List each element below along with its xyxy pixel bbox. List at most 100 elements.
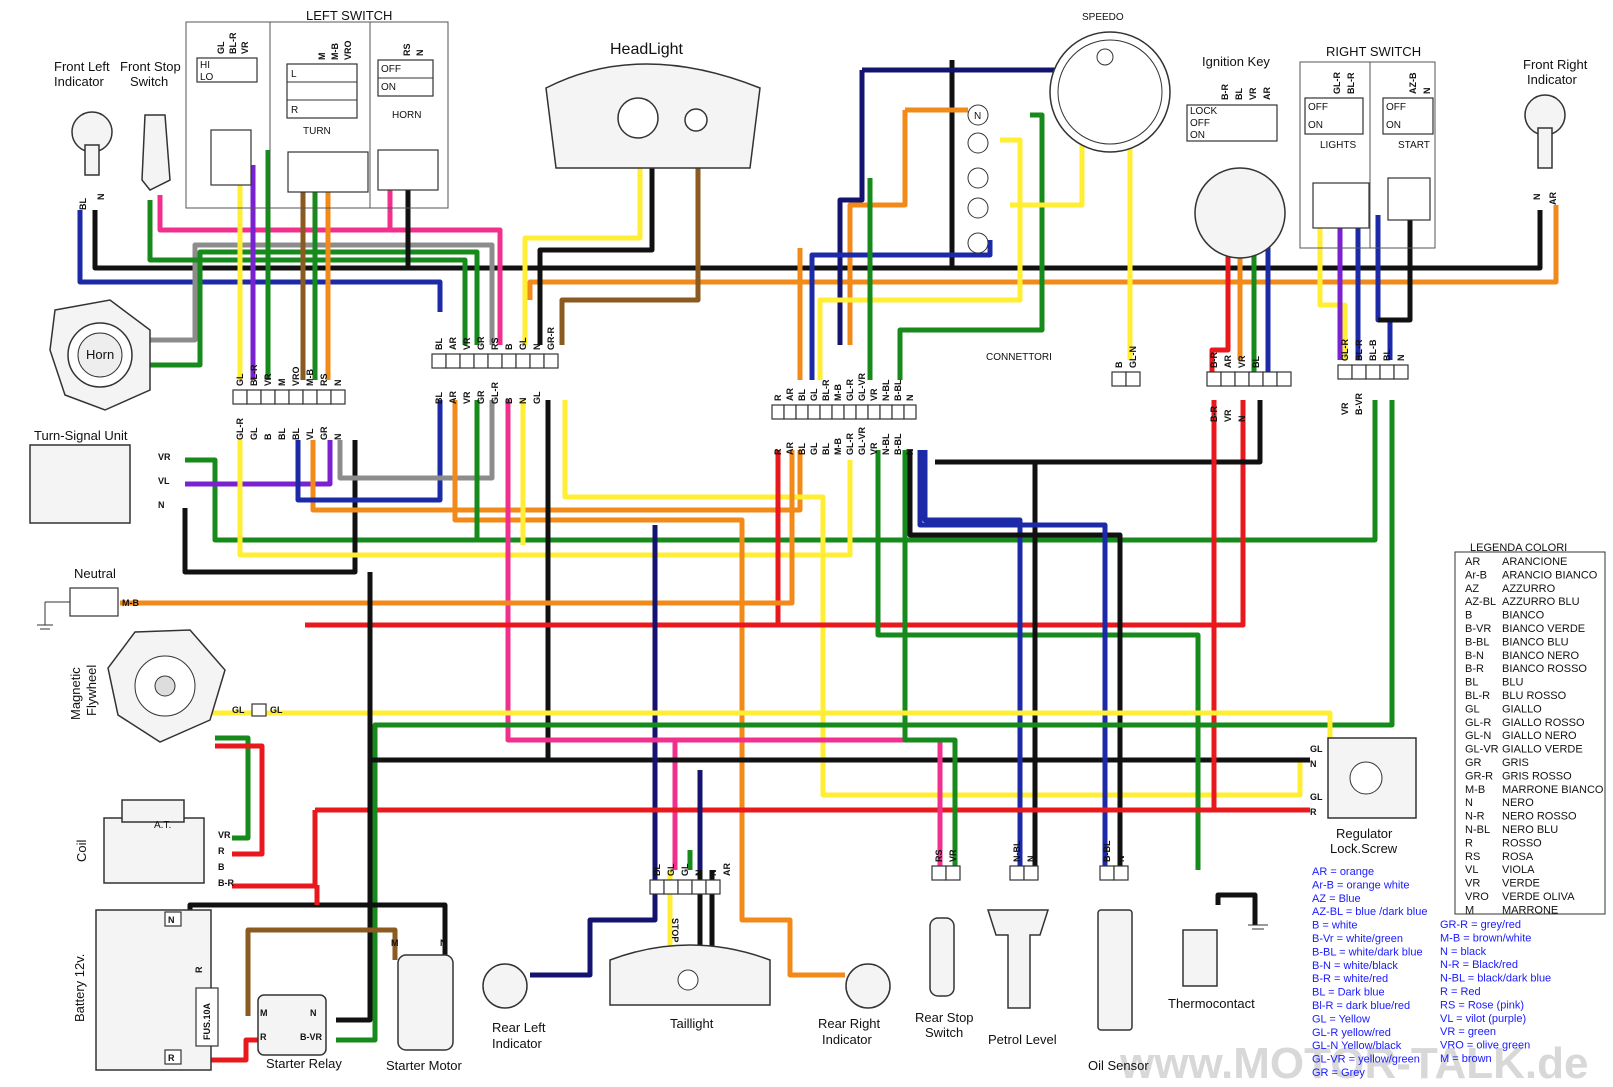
pin-label: R: [218, 846, 225, 856]
neutral-switch: [69, 587, 119, 617]
starter-relay: [257, 994, 327, 1056]
legend-code: GR-R: [1465, 770, 1493, 782]
english-legend-item: Ar-B = orange white: [1312, 879, 1410, 891]
pin-label: B: [504, 343, 514, 350]
legend-code: AZ: [1465, 583, 1479, 595]
black-wire: [1378, 210, 1413, 323]
english-legend-item: VL = vilot (purple): [1440, 1013, 1526, 1025]
pin-label: N: [905, 449, 915, 456]
pin-label: GL: [680, 863, 690, 876]
black-wire: [907, 450, 1123, 870]
english-legend-item: B-N = white/black: [1312, 960, 1398, 972]
legend-code: GL: [1465, 703, 1480, 715]
pin-label: B: [1114, 361, 1124, 368]
pin-label: GL: [532, 391, 542, 404]
yellow-wire: [1010, 130, 1085, 208]
left-switch-housing: [185, 21, 449, 209]
ignition-key-body: [1194, 167, 1286, 259]
pin-label: BL-R: [821, 379, 831, 401]
ign-lock-label: LOCK: [1190, 106, 1218, 117]
legend-name: BIANCO BLU: [1502, 636, 1569, 648]
starter-motor: [397, 954, 454, 1051]
pin-label: VR: [1237, 355, 1247, 368]
rear-left-indicator-label: Rear Left: [492, 1020, 546, 1035]
connector-cell: [903, 404, 917, 420]
thermocontact-label: Thermocontact: [1168, 996, 1255, 1011]
pin-label: BL-R: [1354, 339, 1364, 361]
turn-signal-unit: [29, 444, 131, 524]
connector-cell: [819, 404, 833, 420]
flywheel-label: Flywheel: [84, 665, 99, 716]
pin-label: B: [504, 397, 514, 404]
legend-name: GIALLO: [1502, 703, 1542, 715]
pin-label: M-B: [833, 438, 843, 455]
pin-label: AZ-B: [1408, 72, 1418, 94]
pin-label: GL-VR: [857, 427, 867, 455]
pin-label: N: [440, 938, 447, 948]
pin-label: VR: [1248, 87, 1258, 100]
pin-label: N: [1422, 88, 1432, 95]
pin-label: BL: [821, 443, 831, 455]
pin-label: GL: [249, 427, 259, 440]
pin-label: N: [1396, 355, 1406, 362]
turn-r-label: R: [291, 105, 298, 116]
english-legend-item: AZ-BL = blue /dark blue: [1312, 906, 1427, 918]
connector-cell: [783, 404, 797, 420]
english-legend-item: VRO = olive green: [1440, 1040, 1530, 1052]
connector-cell: [867, 404, 881, 420]
black-wire: [182, 440, 358, 575]
pin-label: GL-R: [1340, 339, 1350, 361]
pin-label: R: [194, 966, 204, 973]
ignition-key-grid: [1186, 104, 1278, 142]
legend-code: AR: [1465, 556, 1480, 568]
pin-label: N-BL: [881, 433, 891, 455]
regulator-label: Regulator: [1336, 826, 1393, 841]
connector-cell: [1125, 371, 1141, 387]
pin-label: BL-R: [228, 32, 238, 54]
pin-label: GL: [235, 373, 245, 386]
legend-code: B-R: [1465, 663, 1484, 675]
front-stop-switch: [141, 114, 171, 191]
legend-code: BL: [1465, 677, 1478, 689]
pin-label: VL: [305, 428, 315, 440]
connector-cell: [274, 389, 290, 405]
connector-cell: [795, 404, 809, 420]
legend-code: RS: [1465, 851, 1480, 863]
grey-wire: [337, 400, 495, 481]
pin-label: BL: [434, 392, 444, 404]
connector-cell: [529, 353, 545, 369]
pin-label: GL: [809, 442, 819, 455]
pin-label: N: [415, 50, 425, 57]
pin-label: VRO: [291, 366, 301, 386]
legend-code: N-BL: [1465, 824, 1490, 836]
rear-stop-switch: [929, 917, 955, 997]
rear-right-indicator-lamp: [845, 963, 891, 1009]
yellow-wire: [522, 145, 643, 345]
pin-label: BL-B: [1368, 339, 1378, 361]
pin-label: N: [1310, 759, 1317, 769]
pin-label: RS: [402, 43, 412, 56]
english-legend-item: GR = Grey: [1312, 1067, 1365, 1079]
pin-label: GR: [476, 390, 486, 404]
stop-label: STOP: [670, 918, 680, 942]
pin-label: B-BL: [893, 433, 903, 455]
watermark: www.MOTOR-TALK.de: [1119, 1039, 1589, 1087]
pin-label: GL-R: [845, 433, 855, 455]
english-legend-item: M-B = brown/white: [1440, 932, 1531, 944]
pin-label: N: [694, 870, 704, 877]
legend-box: [1454, 551, 1606, 915]
speedo-gauge: [1049, 31, 1171, 153]
pin-label: N-BL: [881, 379, 891, 401]
pin-label: M: [317, 53, 327, 61]
legend-name: NERO: [1502, 797, 1534, 809]
horn-switch-label: HORN: [392, 110, 421, 121]
blue-wire: [809, 240, 993, 380]
legend-name: GRIS: [1502, 757, 1529, 769]
